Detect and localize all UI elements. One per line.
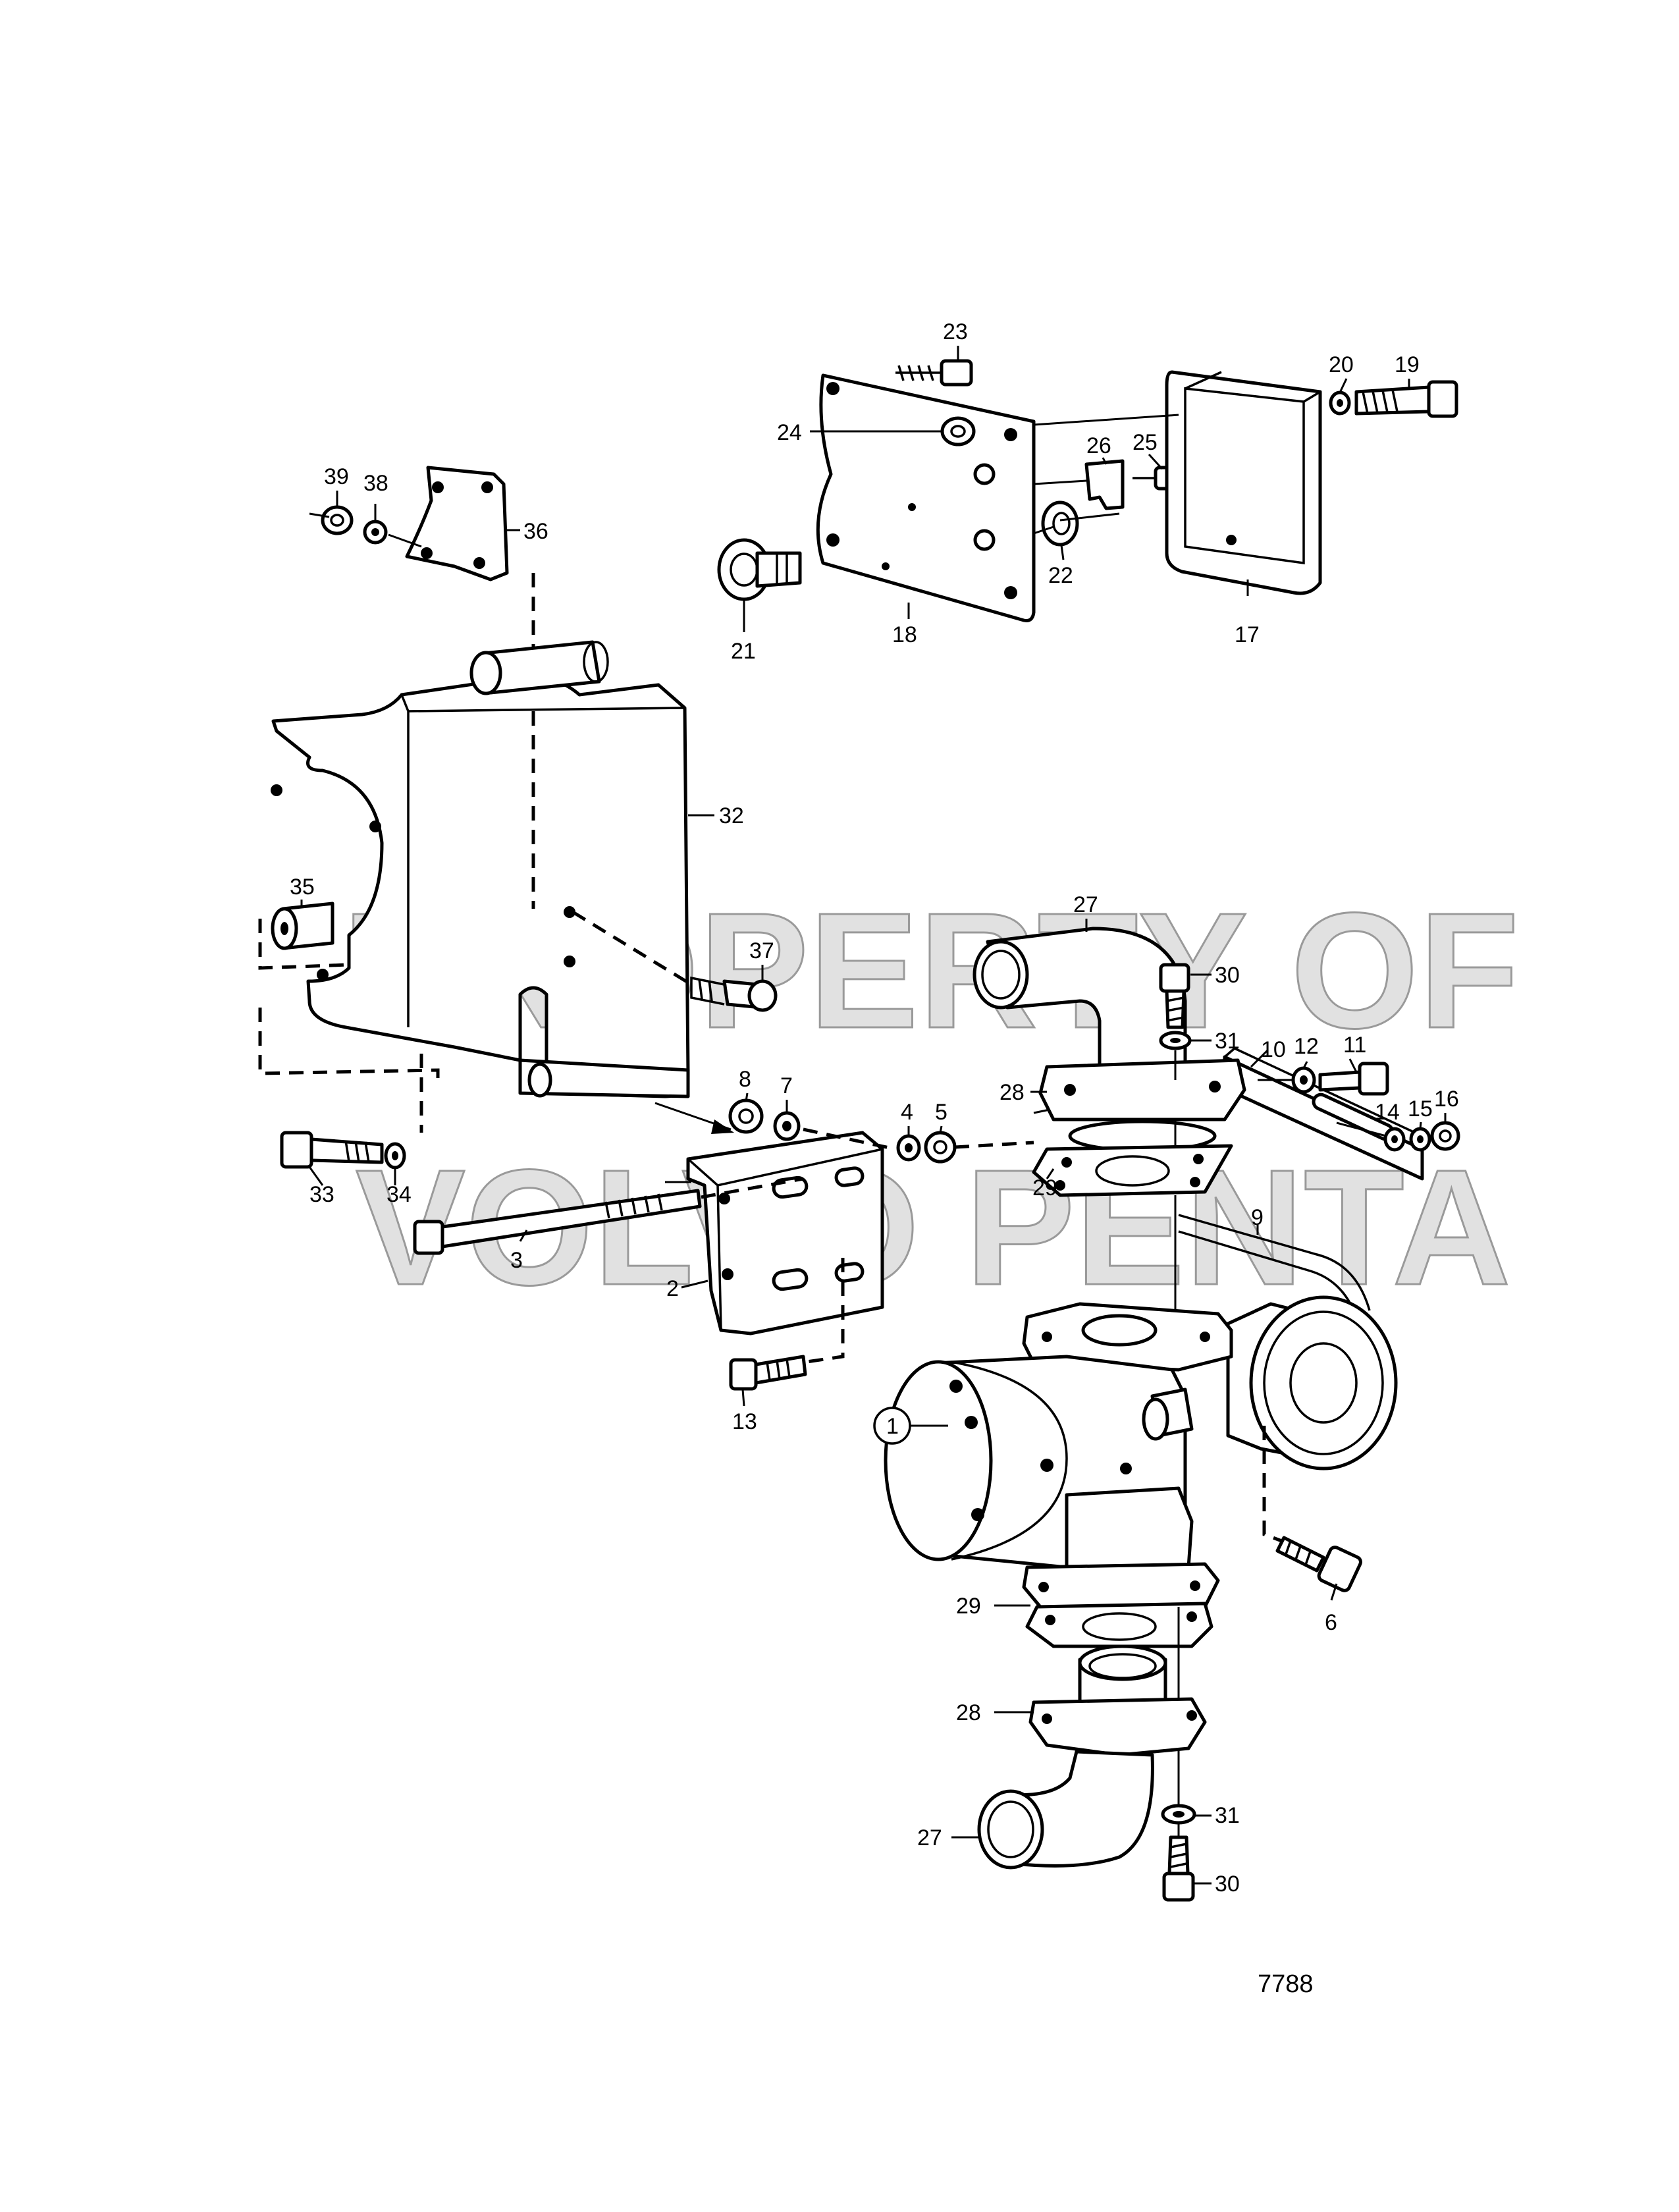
nut-8 bbox=[728, 1098, 764, 1134]
screw-23 bbox=[895, 359, 973, 387]
label-8: 8 bbox=[739, 1067, 751, 1092]
bolt-3 bbox=[413, 1189, 702, 1255]
washer-31-top bbox=[1159, 1031, 1192, 1050]
mounting-plate-18 bbox=[816, 373, 1036, 622]
part-number-labels: 23 20 19 24 26 25 22 18 17 21 39 38 36 3… bbox=[290, 319, 1459, 1897]
label-12: 12 bbox=[1294, 1034, 1319, 1059]
label-31-top: 31 bbox=[1215, 1029, 1240, 1054]
label-9: 9 bbox=[1251, 1205, 1264, 1230]
label-23: 23 bbox=[943, 319, 968, 344]
bracket-2 bbox=[686, 1131, 884, 1335]
washer-38 bbox=[363, 520, 388, 545]
washer-15 bbox=[1409, 1127, 1431, 1152]
label-34: 34 bbox=[386, 1182, 412, 1207]
label-11: 11 bbox=[1343, 1033, 1366, 1058]
label-17: 17 bbox=[1235, 622, 1260, 647]
washer-7 bbox=[773, 1111, 801, 1141]
label-1: 1 bbox=[886, 1414, 899, 1439]
label-33: 33 bbox=[309, 1182, 334, 1207]
label-39: 39 bbox=[324, 464, 349, 489]
label-30-top: 30 bbox=[1215, 963, 1240, 988]
label-5: 5 bbox=[935, 1100, 947, 1125]
washer-4 bbox=[896, 1134, 921, 1162]
label-18: 18 bbox=[892, 622, 917, 647]
label-22: 22 bbox=[1048, 563, 1073, 588]
gasket-29-bottom bbox=[1025, 1602, 1213, 1648]
nut-16 bbox=[1430, 1121, 1460, 1151]
label-29-top: 29 bbox=[1032, 1175, 1057, 1200]
label-24: 24 bbox=[777, 420, 802, 445]
label-6: 6 bbox=[1325, 1610, 1337, 1635]
spacer-35 bbox=[271, 902, 334, 950]
label-28-top: 28 bbox=[999, 1080, 1025, 1105]
cover-box-17 bbox=[1165, 370, 1322, 595]
bolt-11 bbox=[1318, 1062, 1389, 1096]
water-pump-1 bbox=[884, 1295, 1398, 1609]
shield-tube bbox=[469, 640, 609, 695]
washer-20 bbox=[1329, 391, 1351, 416]
label-7: 7 bbox=[780, 1073, 793, 1098]
screw-37 bbox=[690, 976, 778, 1012]
gasket-29-top bbox=[1032, 1144, 1233, 1197]
label-35: 35 bbox=[290, 875, 315, 900]
label-4: 4 bbox=[901, 1100, 913, 1125]
label-30-bottom: 30 bbox=[1215, 1872, 1240, 1897]
callout-leaders bbox=[300, 346, 1447, 1885]
washer-31-bottom bbox=[1161, 1804, 1196, 1825]
shield-32 bbox=[271, 675, 690, 1098]
pulley bbox=[1226, 1295, 1398, 1470]
nut-24 bbox=[940, 416, 976, 446]
screw-13 bbox=[729, 1355, 807, 1391]
label-3: 3 bbox=[510, 1248, 523, 1273]
label-37: 37 bbox=[749, 938, 774, 963]
label-36: 36 bbox=[523, 519, 548, 544]
washer-34 bbox=[384, 1142, 406, 1170]
bolt-30-bottom bbox=[1162, 1835, 1195, 1902]
label-27-bottom: 27 bbox=[917, 1825, 942, 1850]
label-38: 38 bbox=[363, 471, 388, 496]
bolt-33 bbox=[280, 1131, 384, 1169]
label-26: 26 bbox=[1086, 433, 1111, 458]
upper-elbow-assembly bbox=[973, 927, 1246, 1310]
bracket-2-assembly bbox=[654, 1098, 1034, 1335]
label-31-bottom: 31 bbox=[1215, 1803, 1240, 1828]
elbow-27-bottom bbox=[977, 1750, 1154, 1870]
flange-28-top bbox=[1038, 1058, 1246, 1152]
label-2: 2 bbox=[666, 1276, 679, 1301]
flange-28-bottom bbox=[1028, 1644, 1207, 1757]
label-16: 16 bbox=[1434, 1087, 1459, 1112]
washer-14 bbox=[1383, 1127, 1406, 1152]
label-15: 15 bbox=[1408, 1096, 1433, 1121]
label-32: 32 bbox=[719, 803, 744, 828]
elbow-27-top bbox=[973, 927, 1187, 1089]
nut-39 bbox=[321, 505, 354, 535]
label-13: 13 bbox=[732, 1409, 757, 1434]
lower-elbow-assembly bbox=[977, 1602, 1213, 1902]
washer-12 bbox=[1291, 1066, 1316, 1094]
upper-bracket-assembly bbox=[717, 359, 1458, 622]
shield-assembly bbox=[258, 640, 778, 1098]
bolt-6 bbox=[1275, 1536, 1362, 1592]
label-19: 19 bbox=[1395, 352, 1420, 377]
nut-5 bbox=[924, 1131, 957, 1164]
bolt-19 bbox=[1354, 380, 1458, 418]
bolt-30-top bbox=[1159, 963, 1190, 1029]
label-20: 20 bbox=[1329, 352, 1354, 377]
label-21: 21 bbox=[731, 639, 756, 664]
fitting-21 bbox=[717, 538, 802, 601]
label-1-circle: 1 bbox=[873, 1407, 911, 1445]
label-10: 10 bbox=[1261, 1037, 1286, 1062]
label-14: 14 bbox=[1375, 1100, 1400, 1125]
washer-22 bbox=[1041, 500, 1079, 547]
label-29-bottom: 29 bbox=[956, 1594, 981, 1619]
label-27-top: 27 bbox=[1073, 892, 1098, 917]
watermark: PROPERTY OF VOLVO PENTA bbox=[342, 878, 1520, 1320]
clip-26 bbox=[1084, 459, 1125, 510]
label-28-bottom: 28 bbox=[956, 1700, 981, 1725]
figure-number: 7788 bbox=[1258, 1970, 1314, 1998]
label-25: 25 bbox=[1133, 430, 1158, 455]
